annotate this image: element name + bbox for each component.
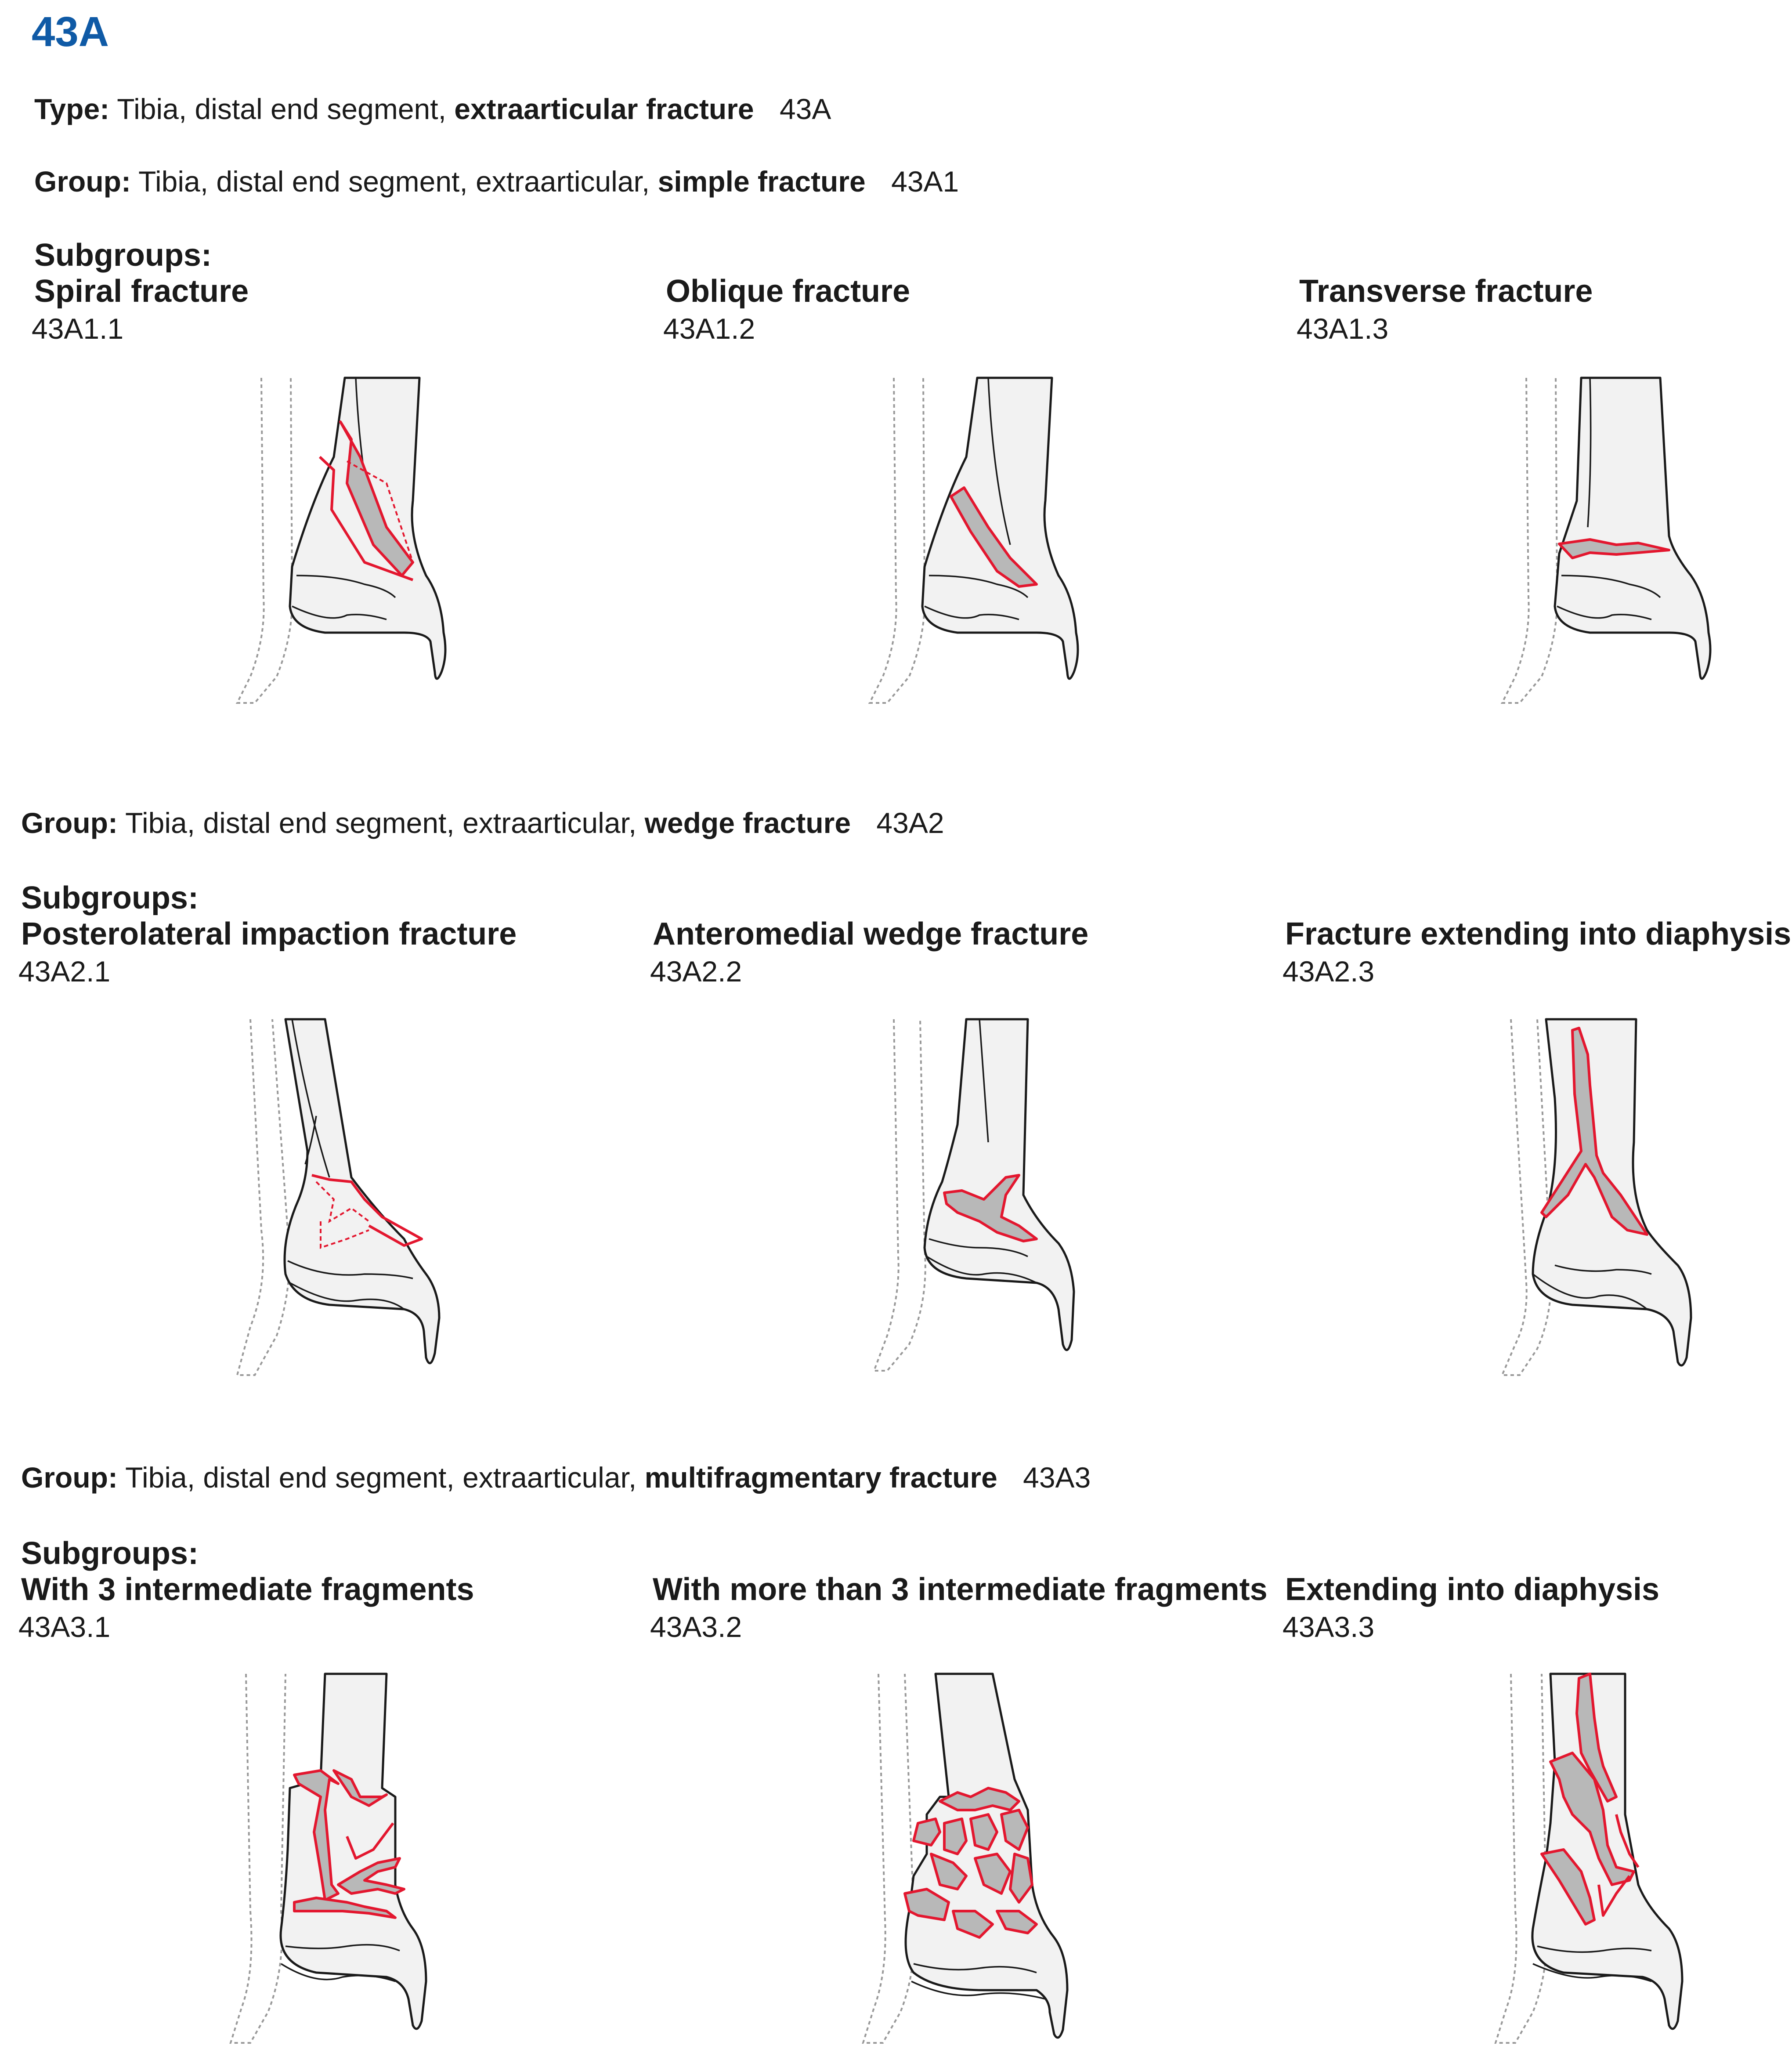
page-title: 43A (32, 8, 109, 55)
subgroup-name-43A2-3: Fracture extending into diaphysis (1285, 916, 1792, 952)
subgroup-code-43A3-3: 43A3.3 (1283, 1611, 1375, 1643)
subgroup-name-43A2-1: Posterolateral impaction fracture (21, 916, 517, 952)
fracture-lines (943, 1174, 1038, 1242)
group-label: Group: (34, 165, 131, 198)
subgroups-label-3: Subgroups: (21, 1536, 199, 1571)
subgroup-code-43A2-3: 43A2.3 (1283, 955, 1375, 988)
tibia-bone (236, 1018, 441, 1376)
fracture-lines (950, 486, 1038, 588)
group-line-3: Group: Tibia, distal end segment, extraa… (21, 1461, 1091, 1494)
group-bold: wedge fracture (644, 807, 851, 839)
illustration-transverse-fracture (1500, 377, 1712, 704)
subgroup-code-43A2-2: 43A2.2 (650, 955, 742, 988)
group-text: Tibia, distal end segment, extraarticula… (138, 165, 650, 198)
type-bold: extraarticular fracture (454, 93, 754, 125)
subgroup-name-43A3-3: Extending into diaphysis (1285, 1572, 1660, 1607)
fracture-lines (318, 420, 414, 581)
group-code: 43A1 (891, 165, 959, 198)
illustration-with-3-intermediate-fragments (229, 1673, 427, 2044)
subgroup-code-43A1-2: 43A1.2 (663, 312, 755, 345)
illustration-anteromedial-wedge-fracture (873, 1018, 1075, 1372)
tibia-bone (868, 377, 1079, 704)
type-text: Tibia, distal end segment, (117, 93, 446, 125)
group-bold: simple fracture (658, 165, 866, 198)
tibia-bone (862, 1673, 1069, 2044)
fracture-lines (1558, 538, 1670, 559)
fracture-lines (1540, 1027, 1648, 1236)
fracture-lines (293, 1769, 405, 1919)
group-label: Group: (21, 1461, 118, 1494)
group-line-1: Group: Tibia, distal end segment, extraa… (34, 165, 959, 198)
group-text: Tibia, distal end segment, extraarticula… (125, 807, 637, 839)
subgroup-code-43A2-1: 43A2.1 (18, 955, 111, 988)
subgroups-label-1: Subgroups: (34, 238, 212, 273)
illustration-spiral-fracture (235, 377, 447, 704)
group-code: 43A3 (1023, 1461, 1091, 1494)
subgroup-code-43A1-1: 43A1.1 (32, 312, 124, 345)
subgroup-name-43A1-2: Oblique fracture (666, 274, 910, 309)
subgroup-code-43A3-2: 43A3.2 (650, 1611, 742, 1643)
fracture-lines (1540, 1673, 1640, 1926)
illustration-posterolateral-impaction-fracture (236, 1018, 441, 1376)
subgroup-name-43A3-1: With 3 intermediate fragments (21, 1572, 474, 1607)
subgroup-name-43A3-2: With more than 3 intermediate fragments (653, 1572, 1268, 1607)
tibia-bone (1500, 377, 1712, 704)
group-label: Group: (21, 807, 118, 839)
type-label: Type: (34, 93, 110, 125)
subgroup-name-43A1-3: Transverse fracture (1299, 274, 1593, 309)
group-code: 43A2 (876, 807, 944, 839)
subgroup-name-43A2-2: Anteromedial wedge fracture (653, 916, 1089, 952)
illustration-oblique-fracture (868, 377, 1079, 704)
type-code: 43A (779, 93, 831, 125)
illustration-extending-into-diaphysis (1494, 1673, 1684, 2044)
group-line-2: Group: Tibia, distal end segment, extraa… (21, 806, 944, 840)
illustration-with-more-than-3-intermediate-fragments (862, 1673, 1069, 2044)
fracture-lines (311, 1174, 423, 1249)
subgroup-code-43A3-1: 43A3.1 (18, 1611, 111, 1643)
subgroup-code-43A1-3: 43A1.3 (1297, 312, 1389, 345)
type-line: Type: Tibia, distal end segment, extraar… (34, 92, 831, 126)
tibia-bone (1500, 1018, 1692, 1376)
illustration-fracture-extending-into-diaphysis (1500, 1018, 1692, 1376)
group-bold: multifragmentary fracture (644, 1461, 997, 1494)
group-text: Tibia, distal end segment, extraarticula… (125, 1461, 637, 1494)
subgroup-name-43A1-1: Spiral fracture (34, 274, 249, 309)
subgroups-label-2: Subgroups: (21, 880, 199, 916)
fracture-lines (903, 1787, 1038, 1939)
tibia-bone (235, 377, 447, 704)
